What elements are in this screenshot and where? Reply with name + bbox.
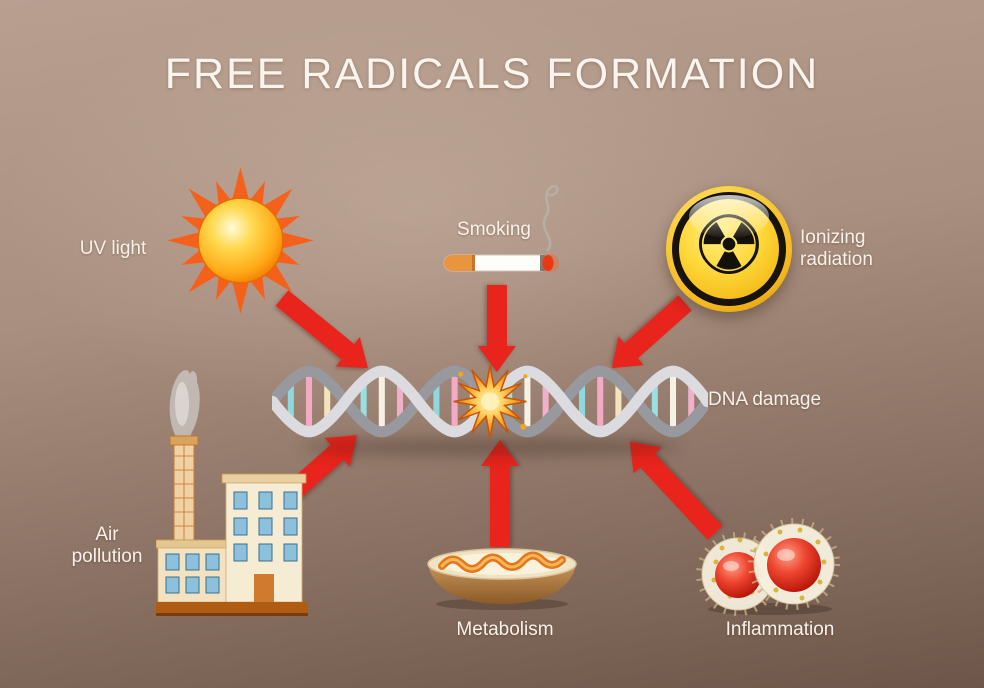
- radiation-face: ☢: [672, 192, 786, 306]
- label-smoking: Smoking: [457, 219, 531, 240]
- mitochondria-bowl-icon: [424, 536, 580, 612]
- label-dna-damage: DNA damage: [708, 389, 822, 410]
- inflammation-svg: [696, 518, 840, 616]
- cigarette-icon: [436, 180, 571, 280]
- building-left: [156, 539, 229, 603]
- label-ionizing-radiation: Ionizing radiation: [800, 227, 873, 271]
- cigarette-body: [443, 254, 559, 272]
- mitochondria-svg: [427, 548, 577, 610]
- dna-helix-icon: [272, 356, 708, 447]
- sun-body: [197, 197, 284, 284]
- radiation-trefoil-icon: ☢: [692, 199, 766, 294]
- factory-base-shadow: [156, 613, 308, 616]
- sun-svg: [167, 167, 314, 314]
- dna-svg: [272, 364, 708, 439]
- arrow-shaft: [624, 295, 692, 359]
- factory-svg: [156, 369, 308, 616]
- chimney-smoke-icon: [169, 369, 200, 446]
- label-air-pollution: Air pollution: [71, 524, 143, 568]
- radiation-icon: ☢: [666, 186, 792, 312]
- building-right: [221, 473, 307, 603]
- page-title: FREE RADICALS FORMATION: [164, 50, 820, 98]
- label-metabolism: Metabolism: [456, 619, 554, 640]
- factory-icon: [156, 360, 308, 616]
- mitochondria-cristae: [438, 551, 566, 573]
- arrow-shaft: [490, 466, 510, 547]
- chimney: [169, 435, 199, 559]
- arrow-shaft: [487, 285, 507, 346]
- cigarette-svg: [443, 185, 559, 272]
- factory-door: [254, 574, 274, 602]
- label-uv-light: UV light: [79, 238, 147, 259]
- arrow-metabolism-to-dna: [480, 440, 520, 547]
- label-inflammation: Inflammation: [725, 619, 835, 640]
- inflamed-cells-icon: [688, 512, 848, 616]
- sun-icon: [163, 163, 318, 318]
- factory-base: [156, 602, 308, 613]
- dna-shadow: [300, 438, 680, 456]
- explosion-burst-icon: [453, 364, 528, 439]
- smoke-icon: [542, 185, 559, 252]
- cell-right: [748, 518, 840, 610]
